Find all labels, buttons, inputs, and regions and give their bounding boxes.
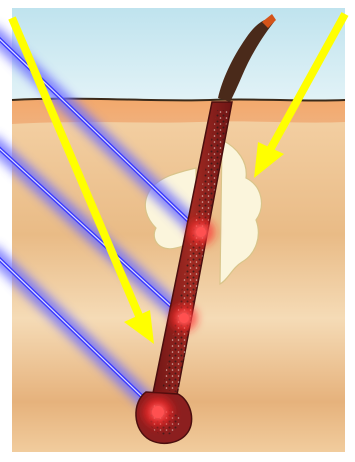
laser-hit-1 — [196, 227, 206, 237]
laser-hit-2 — [179, 313, 189, 323]
laser-hit-3 — [152, 406, 164, 418]
